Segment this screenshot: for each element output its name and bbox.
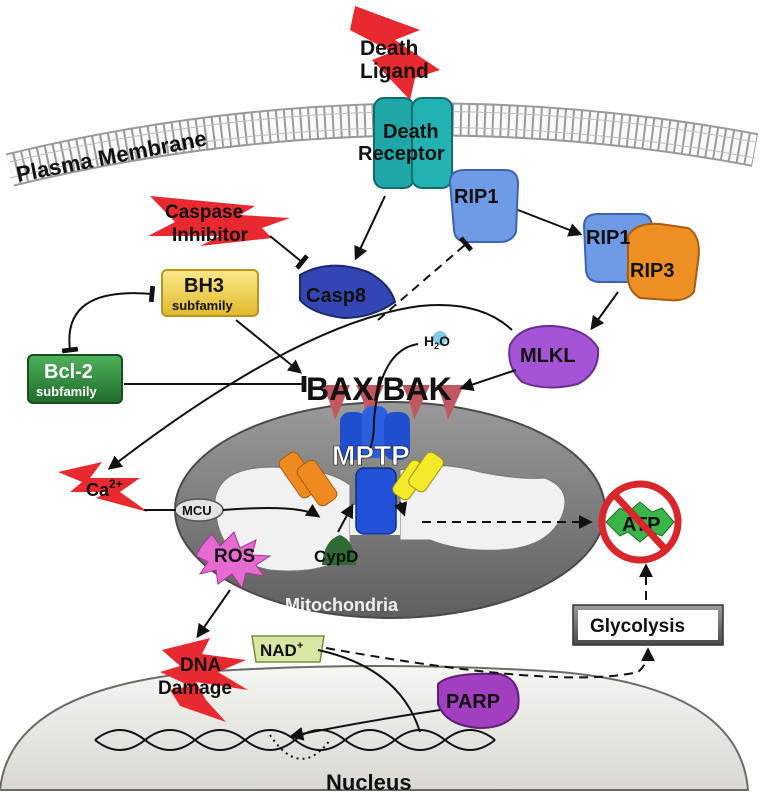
rip1-node: RIP1 bbox=[448, 169, 520, 243]
parp-label: PARP bbox=[446, 691, 500, 713]
death-ligand-label-2: Ligand bbox=[360, 60, 429, 83]
nucleus: Nucleus bbox=[0, 665, 750, 795]
mitochondria-label: Mitochondria bbox=[285, 595, 399, 615]
h2o-label: H2O bbox=[424, 333, 450, 351]
caspase-inhibitor-label-2: Inhibitor bbox=[172, 225, 249, 246]
glycolysis-label: Glycolysis bbox=[590, 616, 685, 637]
rip1-rip3-complex: RIP1 RIP3 bbox=[582, 213, 700, 302]
cypd-node: CypD bbox=[314, 535, 358, 566]
bcl2-subfamily: Bcl-2 subfamily bbox=[27, 354, 123, 404]
dna-damage-label-1: DNA bbox=[180, 655, 221, 676]
caspase-inhibitor-label-1: Caspase bbox=[165, 202, 243, 223]
mcu-channel: MCU bbox=[174, 498, 224, 522]
nad-label: NAD+ bbox=[260, 640, 303, 660]
parp-node: PARP bbox=[437, 672, 520, 730]
ros-burst: ROS bbox=[195, 531, 272, 590]
dna-damage-label-2: Damage bbox=[158, 678, 232, 699]
rip3-label: RIP3 bbox=[630, 260, 674, 282]
bh3-subfamily: BH3 subfamily bbox=[161, 269, 259, 317]
casp8-label: Casp8 bbox=[306, 285, 366, 307]
death-ligand: Death Ligand bbox=[350, 6, 440, 100]
water-molecule: H2O bbox=[424, 331, 450, 351]
ros-label: ROS bbox=[214, 546, 255, 567]
caspase-inhibitor: Caspase Inhibitor bbox=[148, 196, 290, 246]
glycolysis-box: Glycolysis bbox=[572, 604, 724, 646]
calcium-label: Ca2+ bbox=[86, 477, 123, 500]
rip1-complex-label: RIP1 bbox=[586, 227, 630, 249]
death-receptor-label-1: Death bbox=[383, 121, 439, 143]
rip1-label: RIP1 bbox=[454, 186, 498, 208]
death-receptor: Death Receptor bbox=[358, 97, 453, 189]
death-receptor-label-2: Receptor bbox=[358, 143, 445, 165]
bh3-label-1: BH3 bbox=[184, 275, 224, 297]
casp8-node: Casp8 bbox=[299, 264, 397, 320]
calcium-ion: Ca2+ bbox=[58, 462, 148, 512]
nucleus-label: Nucleus bbox=[326, 770, 412, 795]
dna-damage: DNA Damage bbox=[158, 638, 248, 722]
bcl2-label-1: Bcl-2 bbox=[44, 361, 93, 383]
bcl2-label-2: subfamily bbox=[36, 384, 97, 399]
mlkl-label: MLKL bbox=[520, 345, 576, 367]
atp-depleted: ATP bbox=[598, 480, 682, 564]
bax-bak-complex: BAX/BAK bbox=[306, 371, 464, 420]
bh3-label-2: subfamily bbox=[172, 298, 233, 313]
mptp-complex: MPTP bbox=[278, 406, 444, 535]
nad-plus: NAD+ bbox=[251, 635, 325, 663]
death-ligand-label-1: Death bbox=[360, 37, 418, 60]
cypd-label: CypD bbox=[314, 547, 358, 566]
pathway-arrows bbox=[61, 195, 655, 741]
mlkl-node: MLKL bbox=[508, 324, 600, 389]
mcu-label: MCU bbox=[182, 503, 212, 518]
